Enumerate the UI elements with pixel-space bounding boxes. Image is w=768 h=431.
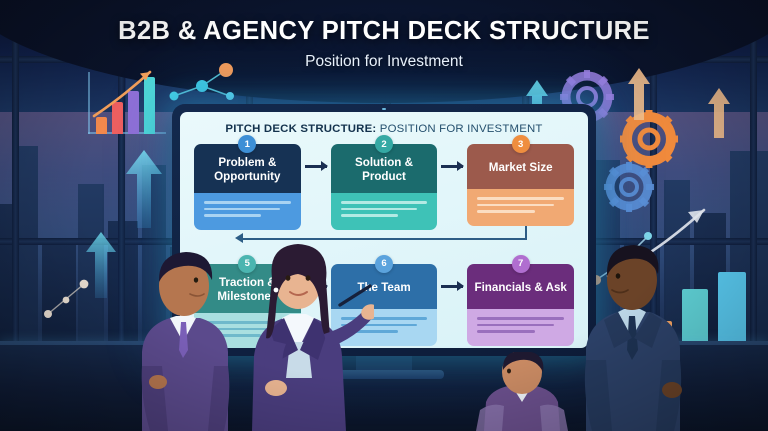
flow-card-7-label: Financials & Ask <box>467 263 575 309</box>
up-arrow-icon <box>626 66 652 127</box>
flow-card-3-body <box>467 189 575 226</box>
window-mullion <box>750 0 757 431</box>
flow-card-7[interactable]: 7 Financials & Ask <box>467 254 575 346</box>
return-connector-horizontal <box>242 237 527 241</box>
person-attendee-left <box>128 246 238 431</box>
header: B2B & AGENCY PITCH DECK STRUCTURE Positi… <box>0 0 768 71</box>
person-attendee-right <box>568 240 692 431</box>
slide-title-bold: PITCH DECK STRUCTURE: <box>225 123 377 135</box>
gear-icon <box>600 158 658 221</box>
window-mullion <box>118 0 125 431</box>
up-arrow-icon <box>706 86 732 145</box>
arrow-right-icon <box>304 165 327 168</box>
up-arrow-icon <box>84 230 118 305</box>
flow-card-7-body <box>467 308 575 346</box>
gear-icon <box>556 66 618 133</box>
arrow-right-icon <box>441 285 464 288</box>
node-network-lower-left <box>40 272 110 322</box>
bar-chart-left <box>88 70 166 134</box>
window-mullion <box>12 0 19 431</box>
slide-title: PITCH DECK STRUCTURE: POSITION FOR INVES… <box>194 123 574 135</box>
page-subtitle: Position for Investment <box>305 53 463 70</box>
presentation-monitor: PITCH DECK STRUCTURE: POSITION FOR INVES… <box>172 104 596 356</box>
monitor-stand-base <box>324 370 444 380</box>
flow-return-connector <box>194 225 574 248</box>
flow-card-6-label: The Team <box>330 263 438 309</box>
flow-card-1-body <box>194 193 301 230</box>
pointer-stick <box>336 283 376 314</box>
flow-connector-1-2 <box>301 144 331 189</box>
node-network-left <box>168 62 254 108</box>
flow-row-1: 1 Problem & Opportunity 2 Solution & Pro… <box>194 135 575 230</box>
arrow-left-icon <box>235 233 243 244</box>
flow-card-2[interactable]: 2 Solution & Product <box>330 135 438 230</box>
return-connector-vertical <box>524 225 527 239</box>
flow-connector-2-3 <box>437 144 467 189</box>
step-badge-3: 3 <box>511 135 530 153</box>
step-badge-6: 6 <box>375 254 393 273</box>
slide-screen: PITCH DECK STRUCTURE: POSITION FOR INVES… <box>180 112 588 348</box>
window-mullion <box>650 0 657 431</box>
up-arrow-icon <box>124 148 164 235</box>
flow-card-3[interactable]: 3 Market Size <box>467 135 575 226</box>
step-badge-1: 1 <box>238 135 257 153</box>
gear-icon <box>616 106 682 177</box>
step-badge-2: 2 <box>375 135 393 153</box>
person-attendee-seated <box>470 350 574 431</box>
arrow-right-icon <box>441 165 464 168</box>
page-title: B2B & AGENCY PITCH DECK STRUCTURE <box>118 17 650 45</box>
slide-title-rest: POSITION FOR INVESTMENT <box>376 123 543 135</box>
step-badge-7: 7 <box>511 254 530 273</box>
flow-card-2-label: Solution & Product <box>330 144 438 194</box>
flow-card-2-body <box>330 193 438 230</box>
trend-arrow-icon <box>92 70 152 118</box>
flow-card-1[interactable]: 1 Problem & Opportunity <box>194 135 301 230</box>
flow-connector-6-7 <box>437 264 467 309</box>
step-badge-5: 5 <box>238 254 257 273</box>
person-presenter-woman <box>224 238 379 431</box>
